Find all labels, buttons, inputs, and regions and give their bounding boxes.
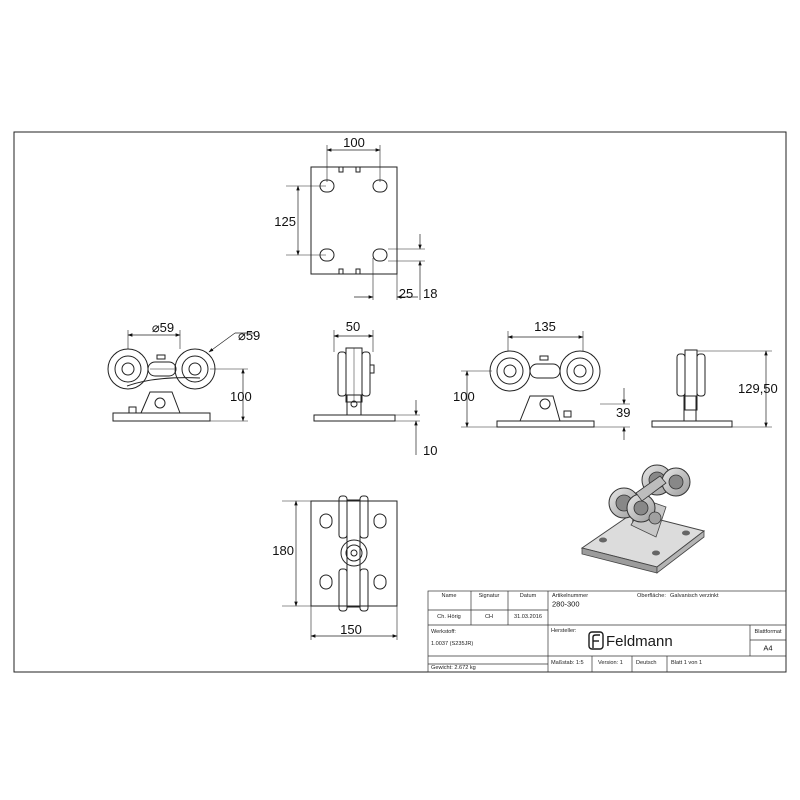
dim-front-height: 100 xyxy=(230,389,252,404)
company-name: Feldmann xyxy=(606,633,673,650)
dim-side-width: 50 xyxy=(346,319,360,334)
drawing-frame xyxy=(13,131,787,673)
tb-manufacturer-label: Hersteller: xyxy=(551,628,577,634)
tb-article-label: Artikelnummer xyxy=(552,593,588,599)
front-view-right xyxy=(461,331,630,440)
side-view-right xyxy=(651,349,772,428)
tb-scale: Maßstab: 1:5 xyxy=(551,660,584,666)
dim-bottom-width: 150 xyxy=(340,622,362,637)
dim-top-25: 25 xyxy=(399,286,413,301)
tb-weight: Gewicht: 2.672 kg xyxy=(431,665,476,671)
tb-signature-label: Signatur xyxy=(479,593,500,599)
tb-surface-value: Galvanisch verzinkt xyxy=(670,593,719,599)
dim-top-height: 125 xyxy=(274,214,296,229)
title-block xyxy=(427,590,787,673)
dim-front-diameter-b: ⌀59 xyxy=(238,328,260,343)
tb-surface-label: Oberfläche: xyxy=(637,593,666,599)
tb-material-value: 1.0037 (S235JR) xyxy=(431,641,473,647)
tb-date-value: 31.03.2016 xyxy=(514,614,542,620)
tb-name-value: Ch. Hörig xyxy=(437,614,461,620)
tb-sheet: Blatt 1 von 1 xyxy=(671,660,702,666)
tb-date-label: Datum xyxy=(520,593,537,599)
side-view xyxy=(313,330,420,455)
tb-sheet-format-label: Blattformat xyxy=(754,629,781,635)
tb-version: Version: 1 xyxy=(598,660,623,666)
tb-material-label: Werkstoff: xyxy=(431,629,456,635)
front-view-left xyxy=(107,330,255,422)
dim-bottom-height: 180 xyxy=(272,543,294,558)
tb-article-value: 280-300 xyxy=(552,600,580,609)
dim-side-plate: 10 xyxy=(423,443,437,458)
bottom-view xyxy=(282,495,398,640)
dim-front2-height: 100 xyxy=(453,389,475,404)
dim-front2-width: 135 xyxy=(534,319,556,334)
dim-front2-axle: 39 xyxy=(616,405,630,420)
feldmann-logo-icon xyxy=(588,631,604,650)
dim-top-18: 18 xyxy=(423,286,437,301)
isometric-view xyxy=(580,464,706,574)
dim-side2-height: 129,50 xyxy=(738,381,778,396)
tb-name-label: Name xyxy=(442,593,457,599)
tb-signature-value: CH xyxy=(485,614,493,620)
dim-front-diameter-a: ⌀59 xyxy=(152,320,174,335)
top-view xyxy=(286,145,425,300)
tb-language: Deutsch xyxy=(636,660,657,666)
tb-sheet-format-value: A4 xyxy=(763,644,772,653)
dim-top-width: 100 xyxy=(343,135,365,150)
